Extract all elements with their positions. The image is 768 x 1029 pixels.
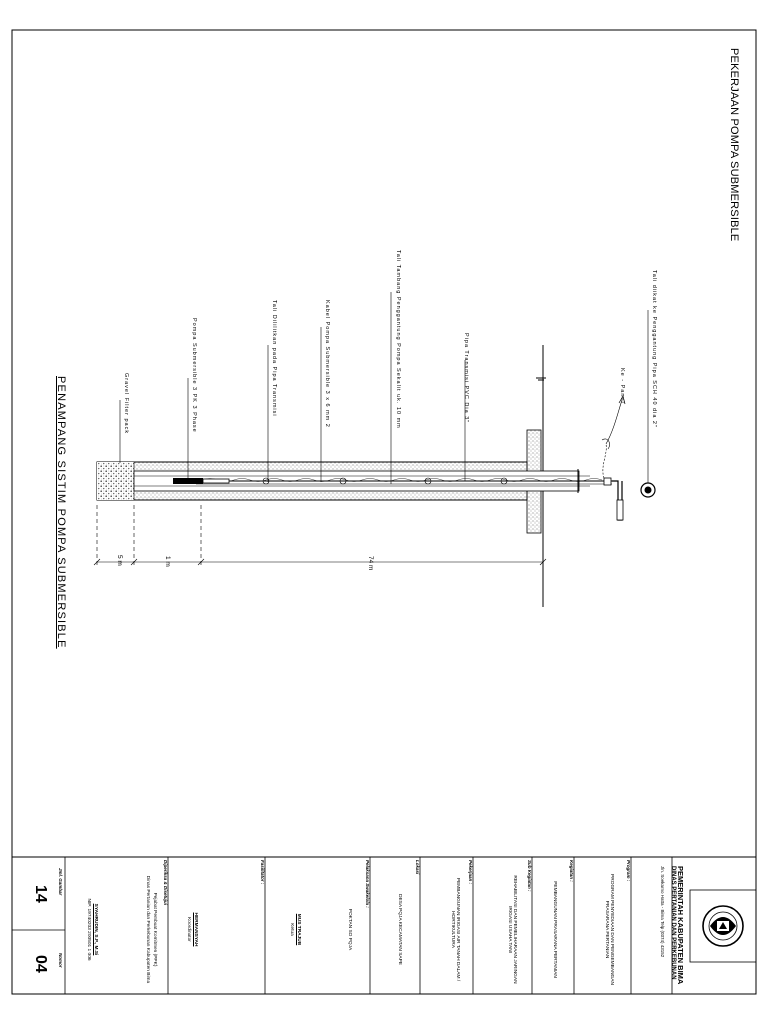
annotation-tali-dililitkan: Tali Dililitkan pada Pipa Transmisi bbox=[271, 300, 277, 417]
department-name: DINAS PERTANIAN DAN PERKEBUNAN bbox=[670, 866, 676, 980]
nomor-value: 04 bbox=[32, 955, 49, 973]
annotation-ke-panel: Ke - Panel bbox=[619, 368, 625, 404]
koordinator-role: Koordinator bbox=[186, 917, 191, 942]
title-block-grid bbox=[12, 857, 673, 994]
ppk-name: SYAHRUDIN, S.P., M.Si bbox=[93, 903, 98, 956]
annotation-gravel: Gravel Filter pack bbox=[123, 373, 129, 435]
section-title: PENAMPANG SISTIM POMPA SUBMERSIBLE bbox=[55, 376, 67, 649]
pelaksana-label: Pelaksana Swakelola : bbox=[365, 860, 370, 908]
fasilitator-name: MUS TRAJUB bbox=[296, 913, 301, 946]
pekerjaan-label: Pekerjaan : bbox=[468, 860, 473, 885]
annotation-pipa-transmisi: Pipa Transmisi PVC Dia 3" bbox=[463, 333, 469, 424]
ppk-line1: Pejabat Pembuat Komitmen (PPK) bbox=[152, 892, 157, 967]
lokasi-value: DESA PQJA KECAMATAN SAPE bbox=[397, 894, 402, 965]
annotation-pompa: Pompa Submersible 3 PK 3 Phase bbox=[191, 318, 197, 433]
annotation-tali-tambang: Tali Tambang Penggantung Pompa Sekalit u… bbox=[395, 250, 401, 429]
nomor-label: Nomor bbox=[58, 953, 63, 968]
dimension-1m: 1 m bbox=[164, 556, 171, 567]
ppk-nip: NIP. 19740203 200501 1 006 bbox=[86, 898, 91, 961]
kegiatan-value: PEMBANGUNAN PRASARANA PERTANIAN bbox=[552, 881, 557, 978]
leader-lines bbox=[119, 292, 649, 484]
lokasi-label: Lokasi bbox=[415, 860, 420, 875]
jml-gambar-value: 14 bbox=[32, 885, 49, 903]
annotation-kabel-pompa: Kabel Pompa Submersible 3 x 6 mm 2 bbox=[324, 300, 330, 428]
program-label: Program : bbox=[626, 860, 631, 882]
pekerjaan-value: PEMBANGUNAN IRIGASI AIR TANAH DALAM / HO… bbox=[450, 877, 460, 982]
dimension-5m: 5 m bbox=[116, 555, 123, 566]
subkegiatan-label: Sub Kegiatan : bbox=[527, 860, 532, 892]
subkegiatan-value: REHABILITASI DAN PEMELIHARAAN JARINGAN I… bbox=[507, 875, 517, 984]
kabupaten-bima-logo-icon bbox=[689, 889, 757, 963]
ppk-line2: Dinas Pertanian dan Perkebunan Kabupaten… bbox=[145, 875, 150, 984]
koordinator-name: HERMANSYAH bbox=[193, 912, 198, 947]
program-value: PROGRAM PENYEDIAAN DAN PENGEMBANGAN PRAS… bbox=[604, 874, 614, 985]
fasilitator-role: Ketua bbox=[289, 923, 294, 936]
drawing-title: PEKERJAAN POMPA SUBMERSIBLE bbox=[728, 48, 740, 242]
department-address: Jln. Soekarno Hatta - Bima Telp (0374) 4… bbox=[660, 866, 665, 958]
kegiatan-label: Kegiatan : bbox=[569, 860, 574, 882]
annotation-tali-diikat: Tali diikat ke Penggantung Pipa SCH 40 d… bbox=[651, 270, 657, 428]
pelaksana-value: POKTAN SO PQJA bbox=[347, 908, 352, 951]
jml-gambar-label: Jml. Gambar bbox=[58, 868, 63, 896]
government-name: PEMERINTAH KABUPATEN BIMA bbox=[676, 866, 685, 985]
dimension-lines bbox=[93, 505, 547, 566]
fasilitator-label: Fasilitator : bbox=[260, 860, 265, 885]
outer-border bbox=[11, 29, 757, 995]
dimension-74m: 74 m bbox=[367, 556, 374, 571]
diperiksa-label: Diperiksa & Disetujui bbox=[163, 860, 168, 906]
pipe-assembly bbox=[173, 395, 656, 521]
